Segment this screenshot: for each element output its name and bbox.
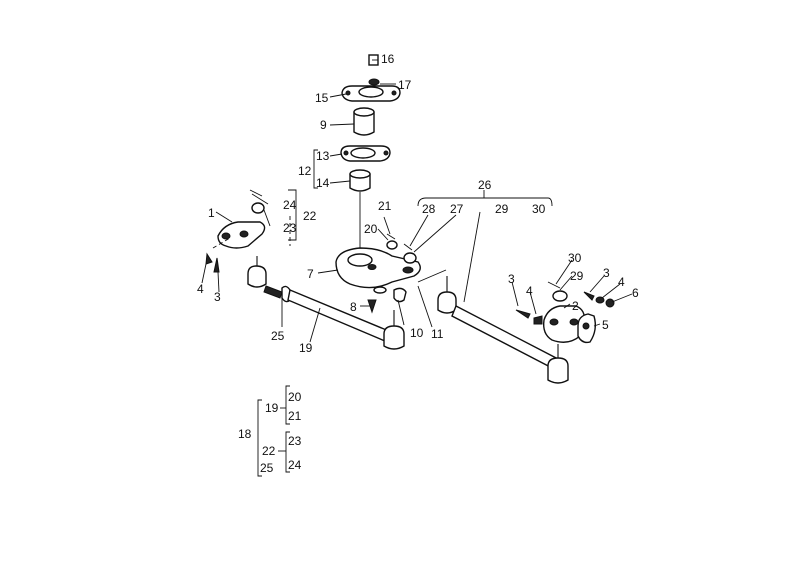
callout-4-left: 4 (197, 282, 204, 296)
nut-20 (386, 240, 398, 250)
bracket-10 (393, 287, 407, 303)
cotter-pin-21 (386, 233, 396, 240)
callout-3-left: 3 (214, 290, 221, 304)
legend-23: 23 (288, 434, 302, 448)
callout-13: 13 (316, 149, 330, 163)
legend-25: 25 (260, 461, 274, 475)
callout-19: 19 (299, 341, 313, 355)
callout-25: 25 (271, 329, 285, 343)
washer-17 (368, 78, 380, 86)
callout-17: 17 (398, 78, 412, 92)
callout-3-right-b: 3 (603, 266, 610, 280)
top-flange-hole (358, 86, 384, 98)
nut-27 (403, 252, 417, 264)
callout-8: 8 (350, 300, 357, 314)
adjuster-25 (263, 285, 283, 299)
callout-26: 26 (478, 178, 492, 192)
callout-9: 9 (320, 118, 327, 132)
callout-15: 15 (315, 91, 329, 105)
tie-rod-tube-26 (451, 305, 561, 371)
bolt-3-left (213, 257, 220, 273)
sector-plate-bore (347, 253, 373, 267)
nut-4-right-b (595, 296, 605, 304)
callout-12: 12 (298, 164, 312, 178)
nut-4-left (205, 252, 213, 265)
legend-18: 18 (238, 427, 252, 441)
callout-14: 14 (316, 176, 330, 190)
legend-22: 22 (262, 444, 276, 458)
bolt-3-right-b (583, 291, 595, 301)
bolt-3-right-a (515, 309, 531, 319)
callout-5: 5 (602, 318, 609, 332)
right-tie-rod-26 (437, 276, 569, 384)
callout-16: 16 (381, 52, 395, 66)
callout-6: 6 (632, 286, 639, 300)
steering-column-assembly (340, 54, 401, 252)
right-steering-arm-2 (515, 281, 615, 344)
tie-rod-end-right-inner (437, 291, 457, 314)
callout-29-right: 29 (570, 269, 584, 283)
callout-1: 1 (208, 206, 215, 220)
assembly-legend: 18 19 20 21 22 25 23 24 (238, 385, 302, 477)
callout-4-right-a: 4 (526, 284, 533, 298)
left-steering-arm-1 (205, 189, 291, 273)
sector-arm-7 (335, 233, 421, 314)
callout-21: 21 (378, 199, 392, 213)
tie-rod-end-right-outer (547, 357, 569, 384)
callout-28: 28 (422, 202, 436, 216)
callout-29-top: 29 (495, 202, 509, 216)
legend-19: 19 (265, 401, 279, 415)
callout-27: 27 (450, 202, 464, 216)
legend-24: 24 (288, 458, 302, 472)
ball-joint-29 (552, 290, 568, 302)
callout-numbers: 16 17 15 9 12 13 14 26 21 28 27 29 30 20… (197, 52, 639, 355)
left-tie-rod-19 (247, 256, 405, 350)
tie-rod-end-left-inner (383, 325, 405, 350)
callout-30-right: 30 (568, 251, 582, 265)
callout-24: 24 (283, 198, 297, 212)
callout-10: 10 (410, 326, 424, 340)
callout-30-top: 30 (532, 202, 546, 216)
legend-21: 21 (288, 409, 302, 423)
legend-20: 20 (288, 390, 302, 404)
callout-11: 11 (431, 327, 444, 341)
callout-7: 7 (307, 267, 314, 281)
washer-6 (605, 298, 615, 308)
callout-22: 22 (303, 209, 317, 223)
callout-3-right-a: 3 (508, 272, 515, 286)
nut-4-right-a (533, 315, 543, 325)
leader-lines (201, 59, 633, 343)
callout-4-right-b: 4 (618, 275, 625, 289)
callout-23: 23 (283, 221, 297, 235)
callout-2: 2 (572, 299, 579, 313)
callout-20: 20 (364, 222, 378, 236)
tie-rod-tube-19 (287, 289, 397, 345)
tie-rod-end-left-outer (247, 265, 267, 288)
cotter-pin-30 (547, 281, 561, 289)
ball-joint-23 (251, 202, 265, 214)
cotter-pin-24 (249, 189, 263, 197)
cotter-pin-28 (403, 243, 413, 251)
